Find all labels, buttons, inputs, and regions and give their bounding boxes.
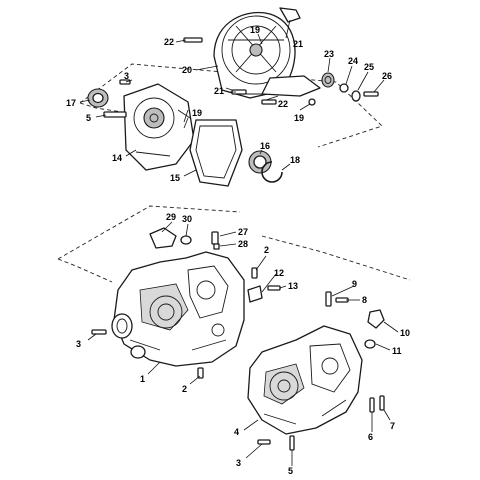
- callout-22-top: 22: [164, 37, 174, 47]
- right-hardware: [257, 291, 385, 451]
- side-cover: [103, 79, 195, 171]
- callout-29: 29: [166, 212, 176, 222]
- callout-2-bottom: 2: [182, 384, 187, 394]
- callout-30: 30: [182, 214, 192, 224]
- callout-2-right: 2: [264, 245, 269, 255]
- callout-12: 12: [274, 268, 284, 278]
- callout-8: 8: [362, 295, 367, 305]
- callout-4: 4: [234, 427, 239, 437]
- callout-11: 11: [392, 346, 402, 356]
- crankcase-right-half: [247, 325, 363, 435]
- cover-gasket: [189, 119, 243, 187]
- callout-19-top: 19: [250, 25, 260, 35]
- callout-3-bottom: 3: [236, 458, 241, 468]
- callout-7: 7: [390, 421, 395, 431]
- flywheel-cover: [213, 7, 321, 99]
- callout-24: 24: [348, 56, 358, 66]
- callout-21-mid: 21: [214, 86, 224, 96]
- callout-19-mid: 19: [192, 108, 202, 118]
- crankcase-left-half: [111, 251, 245, 367]
- oil-seal: [87, 88, 109, 108]
- assembly-reference-lines: [57, 63, 411, 283]
- callout-5-bottom: 5: [288, 466, 293, 476]
- callout-16: 16: [260, 141, 270, 151]
- callout-23: 23: [324, 49, 334, 59]
- dowels-and-bolts: [91, 267, 281, 379]
- bearing: [248, 150, 272, 174]
- leader-lines: [79, 19, 399, 466]
- callout-labels: 22 19 21 20 3 21 22 19 23 24 25 26 17 5 …: [66, 25, 410, 476]
- callout-19-right: 19: [294, 113, 304, 123]
- callout-3-left: 3: [76, 339, 81, 349]
- callout-15: 15: [170, 173, 180, 183]
- callout-5-top: 5: [86, 113, 91, 123]
- callout-9: 9: [352, 279, 357, 289]
- callout-14: 14: [112, 153, 122, 163]
- callout-1: 1: [140, 374, 145, 384]
- callout-21-top: 21: [293, 39, 303, 49]
- callout-6: 6: [368, 432, 373, 442]
- callout-26: 26: [382, 71, 392, 81]
- callout-28: 28: [238, 239, 248, 249]
- sensor-parts: [149, 227, 220, 250]
- callout-10: 10: [400, 328, 410, 338]
- callout-3-top: 3: [124, 71, 129, 81]
- callout-27: 27: [238, 227, 248, 237]
- callout-22-mid: 22: [278, 99, 288, 109]
- circlip: [261, 161, 283, 183]
- callout-20: 20: [182, 65, 192, 75]
- callout-25: 25: [364, 62, 374, 72]
- callout-13: 13: [288, 281, 298, 291]
- callout-17: 17: [66, 98, 76, 108]
- callout-18: 18: [290, 155, 300, 165]
- top-hardware: [183, 37, 379, 106]
